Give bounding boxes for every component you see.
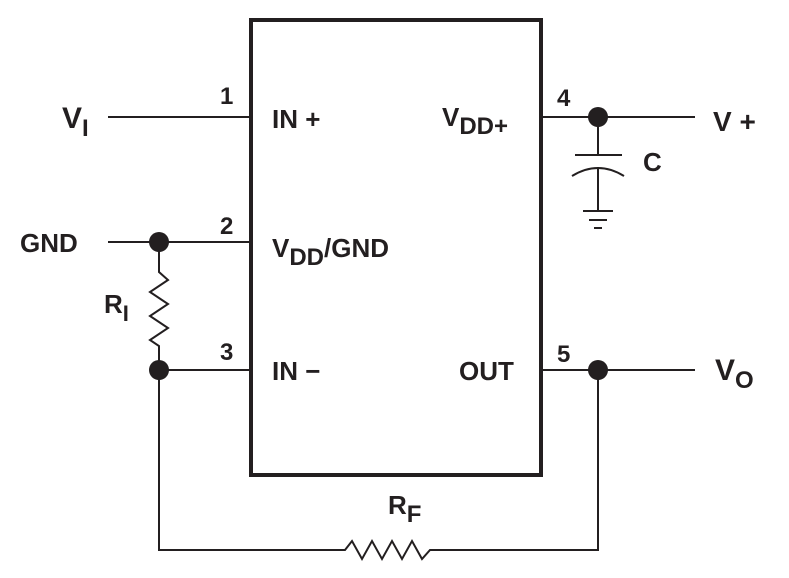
pin-2-name-sub: DD <box>289 244 324 271</box>
rf-label-main: R <box>388 490 407 520</box>
pin-1-name: IN + <box>272 104 320 134</box>
ri-label-main: R <box>104 289 123 319</box>
resistor-ri <box>148 242 170 370</box>
pin-2-name: VDD/GND <box>272 233 389 271</box>
pin-4-name-sub: DD+ <box>459 113 508 140</box>
vo-label-sub: O <box>735 367 754 394</box>
vo-label: VO <box>715 354 754 394</box>
pin-3-number: 3 <box>220 339 233 366</box>
vplus-label: V + <box>713 106 756 137</box>
vo-label-main: V <box>715 354 735 387</box>
pin-2-name-suffix: /GND <box>324 233 389 263</box>
vi-label-main: V <box>62 102 82 135</box>
vi-label-sub: I <box>82 115 89 142</box>
pin-3-name: IN − <box>272 356 320 386</box>
pin-5-number: 5 <box>557 341 570 368</box>
ri-label: RI <box>104 289 129 326</box>
pin-2-number: 2 <box>220 213 233 240</box>
amplifier-chip-body <box>249 18 543 477</box>
pin-4-name-main: V <box>442 102 460 132</box>
gnd-label: GND <box>20 228 78 258</box>
pin-4-name: VDD+ <box>442 102 508 140</box>
pin-5-name: OUT <box>459 356 514 386</box>
rf-label: RF <box>388 490 421 528</box>
pin-4-number: 4 <box>557 85 571 112</box>
rf-label-sub: F <box>407 501 422 528</box>
pin-2-name-main: V <box>272 233 290 263</box>
capacitor-label: C <box>643 147 662 177</box>
feedback-wire <box>158 370 599 562</box>
pin-1-number: 1 <box>220 83 233 110</box>
vi-label: VI <box>62 102 89 142</box>
ri-label-sub: I <box>123 301 129 326</box>
